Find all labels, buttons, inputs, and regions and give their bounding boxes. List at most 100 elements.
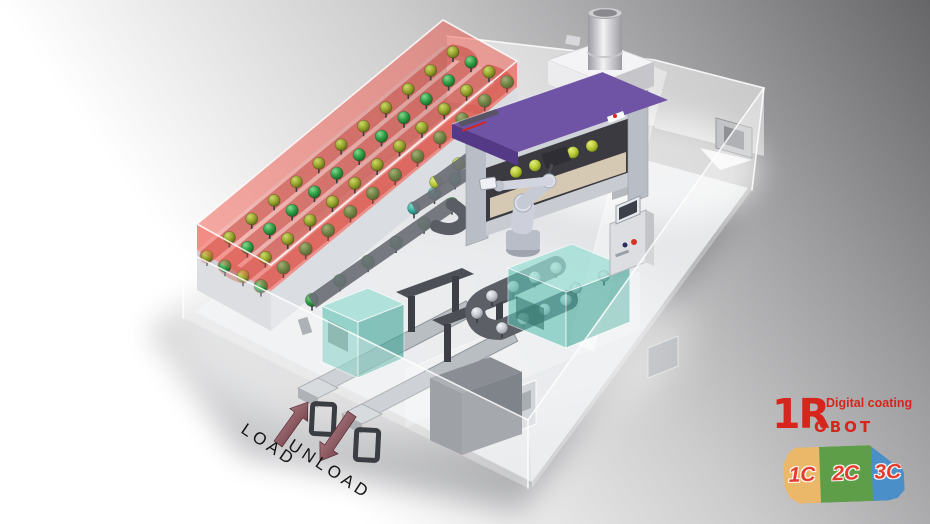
- cabinet-right: [462, 372, 522, 455]
- oven-serpentine-conveyor: [199, 44, 515, 294]
- robot-forearm: [494, 176, 554, 191]
- load-hanger-frame: [308, 401, 338, 437]
- chimney-ring: [587, 51, 623, 58]
- load-arrow: [273, 401, 309, 448]
- part-olive: [281, 232, 295, 246]
- spray-unit: [541, 146, 571, 169]
- booth-roof-highlight: [451, 71, 603, 125]
- oven-near-end-wall: [197, 224, 271, 291]
- part-green: [477, 93, 492, 108]
- badge-label-3c: 3C: [873, 460, 902, 484]
- emergency-stop-button[interactable]: [631, 239, 637, 245]
- cabinet-top: [430, 357, 522, 393]
- vent-shelf: [700, 148, 752, 170]
- part-green: [500, 75, 514, 89]
- part-olive: [415, 121, 429, 135]
- part-olive: [357, 119, 370, 133]
- badge-segment-1c: 1C: [783, 447, 821, 504]
- exit-rail: [308, 198, 456, 308]
- part-green: [464, 55, 478, 69]
- back-roofline: [446, 35, 765, 89]
- control-button[interactable]: [622, 242, 628, 248]
- brand-logo: 1R Digital coating OBOT 1C 2C 3C: [770, 394, 928, 512]
- bench-a-top: [396, 268, 474, 298]
- part-olive: [267, 194, 281, 207]
- booth-parts-layer: [509, 139, 599, 182]
- control-slot: [615, 249, 630, 258]
- part-olive: [446, 45, 460, 59]
- part-green: [330, 166, 344, 180]
- unload-arrow: [319, 410, 357, 462]
- front-left-wall: [183, 250, 528, 488]
- badge-segment-2c: 2C: [819, 445, 873, 503]
- pretreatment-machine-2: [320, 287, 406, 379]
- part-green: [298, 241, 313, 256]
- chimney-stub: [565, 34, 581, 47]
- platform-hatch: [297, 316, 313, 336]
- part-olive: [245, 212, 259, 226]
- monitor-screen: [619, 200, 637, 220]
- robot-base: [506, 230, 540, 250]
- teal2-top: [320, 287, 406, 323]
- teal1-opening: [516, 296, 544, 330]
- part-olive: [290, 175, 303, 189]
- brand-mark: 1R: [772, 390, 830, 438]
- glass-walls: [182, 87, 765, 489]
- oven-front-wall: [271, 61, 517, 291]
- part-green: [442, 73, 456, 88]
- booth-roof-top: [452, 72, 668, 152]
- cabinet-left: [430, 378, 462, 455]
- booth-hanger-rail: [507, 133, 601, 167]
- part-green: [307, 185, 322, 199]
- oven-zone: [196, 19, 519, 336]
- right-wall-window: [647, 335, 679, 379]
- control-cabinet: [609, 195, 654, 277]
- part-olive: [379, 101, 393, 114]
- part-green: [365, 186, 380, 201]
- chimney-pipe: [588, 13, 622, 70]
- part-olive: [392, 139, 407, 153]
- bench-b-leg: [444, 324, 451, 362]
- part-yellow: [585, 139, 599, 153]
- part-olive: [312, 156, 326, 170]
- part-green: [419, 92, 433, 106]
- brand-tagline: Digital coating: [826, 396, 913, 410]
- part-olive: [325, 195, 340, 209]
- part-olive: [424, 64, 437, 77]
- part-silver: [495, 321, 509, 335]
- east-corner: [751, 87, 765, 191]
- part-olive: [460, 83, 474, 98]
- brand-name-rest: OBOT: [814, 418, 874, 436]
- badge-label-1c: 1C: [788, 463, 816, 487]
- front-right-wall: [528, 88, 764, 488]
- booth-label-band: [458, 109, 499, 127]
- pretreatment-machine-1: [506, 243, 632, 349]
- booth-logo-mark: [613, 114, 617, 118]
- part-yellow: [509, 165, 523, 179]
- load-station: [297, 377, 339, 437]
- part-green: [352, 148, 366, 162]
- oven-platform-end: [197, 250, 271, 331]
- part-green: [397, 111, 411, 125]
- part-green: [432, 130, 447, 145]
- bench-b-leg2: [496, 300, 503, 338]
- booth-roof-edge: [452, 124, 518, 166]
- part-green: [388, 167, 403, 182]
- badge-segment-3c: 3C: [871, 444, 905, 501]
- part-silver: [470, 306, 484, 320]
- part-green: [410, 149, 425, 164]
- wall-vent-grille: [724, 126, 744, 150]
- part-green: [343, 204, 358, 219]
- part-silver: [485, 289, 499, 303]
- part-green: [263, 222, 277, 236]
- oven-platform-front: [271, 87, 517, 331]
- robot-end-effector: [479, 176, 497, 191]
- part-olive: [303, 213, 317, 227]
- badge-label-2c: 2C: [831, 461, 860, 486]
- coating-badge: 1C 2C 3C: [783, 444, 905, 504]
- part-olive: [348, 176, 362, 190]
- bench-a-leg2: [452, 276, 459, 312]
- part-green: [374, 129, 389, 143]
